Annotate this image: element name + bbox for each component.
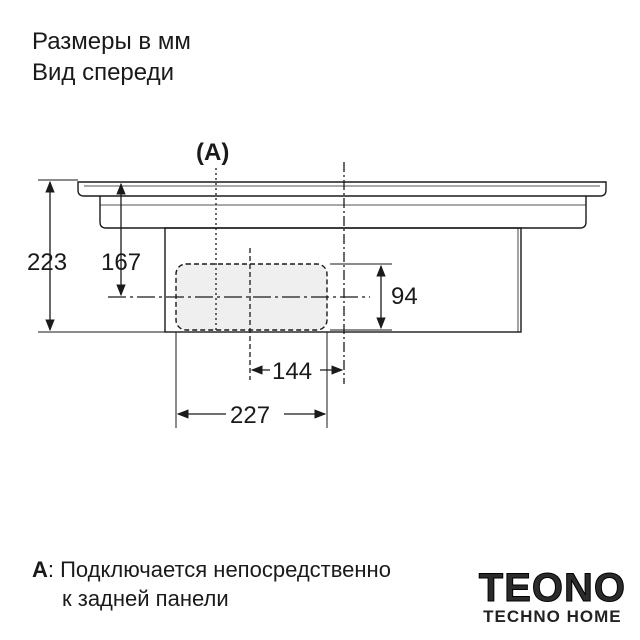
legend-line-1: A: Подключается непосредственно <box>32 557 391 583</box>
dim-label-227: 227 <box>230 402 270 429</box>
watermark-brand: TEONO <box>478 566 626 610</box>
title-dimensions-unit: Размеры в мм <box>32 28 191 55</box>
title-view-name: Вид спереди <box>32 59 175 86</box>
watermark-logo: TEONO TECHNO HOME <box>478 566 626 626</box>
legend-key: A <box>32 557 48 582</box>
dim-144-label-bg <box>270 356 320 384</box>
dim-label-94: 94 <box>391 283 418 310</box>
dim-label-144: 144 <box>272 358 312 385</box>
hob-top-plate <box>77 181 607 197</box>
hob-frame <box>99 196 587 229</box>
watermark-tagline: TECHNO HOME <box>483 607 622 626</box>
dim-227-label-bg <box>226 400 284 428</box>
legend-line-2: к задней панели <box>62 586 229 611</box>
callout-label-a: (A) <box>196 139 229 166</box>
hob-body <box>164 227 522 333</box>
legend-text-1: : Подключается непосредственно <box>47 557 391 582</box>
extension-lines <box>38 179 392 428</box>
dim-label-167: 167 <box>101 249 141 276</box>
center-lines <box>108 162 370 384</box>
dim-label-223: 223 <box>27 249 67 276</box>
